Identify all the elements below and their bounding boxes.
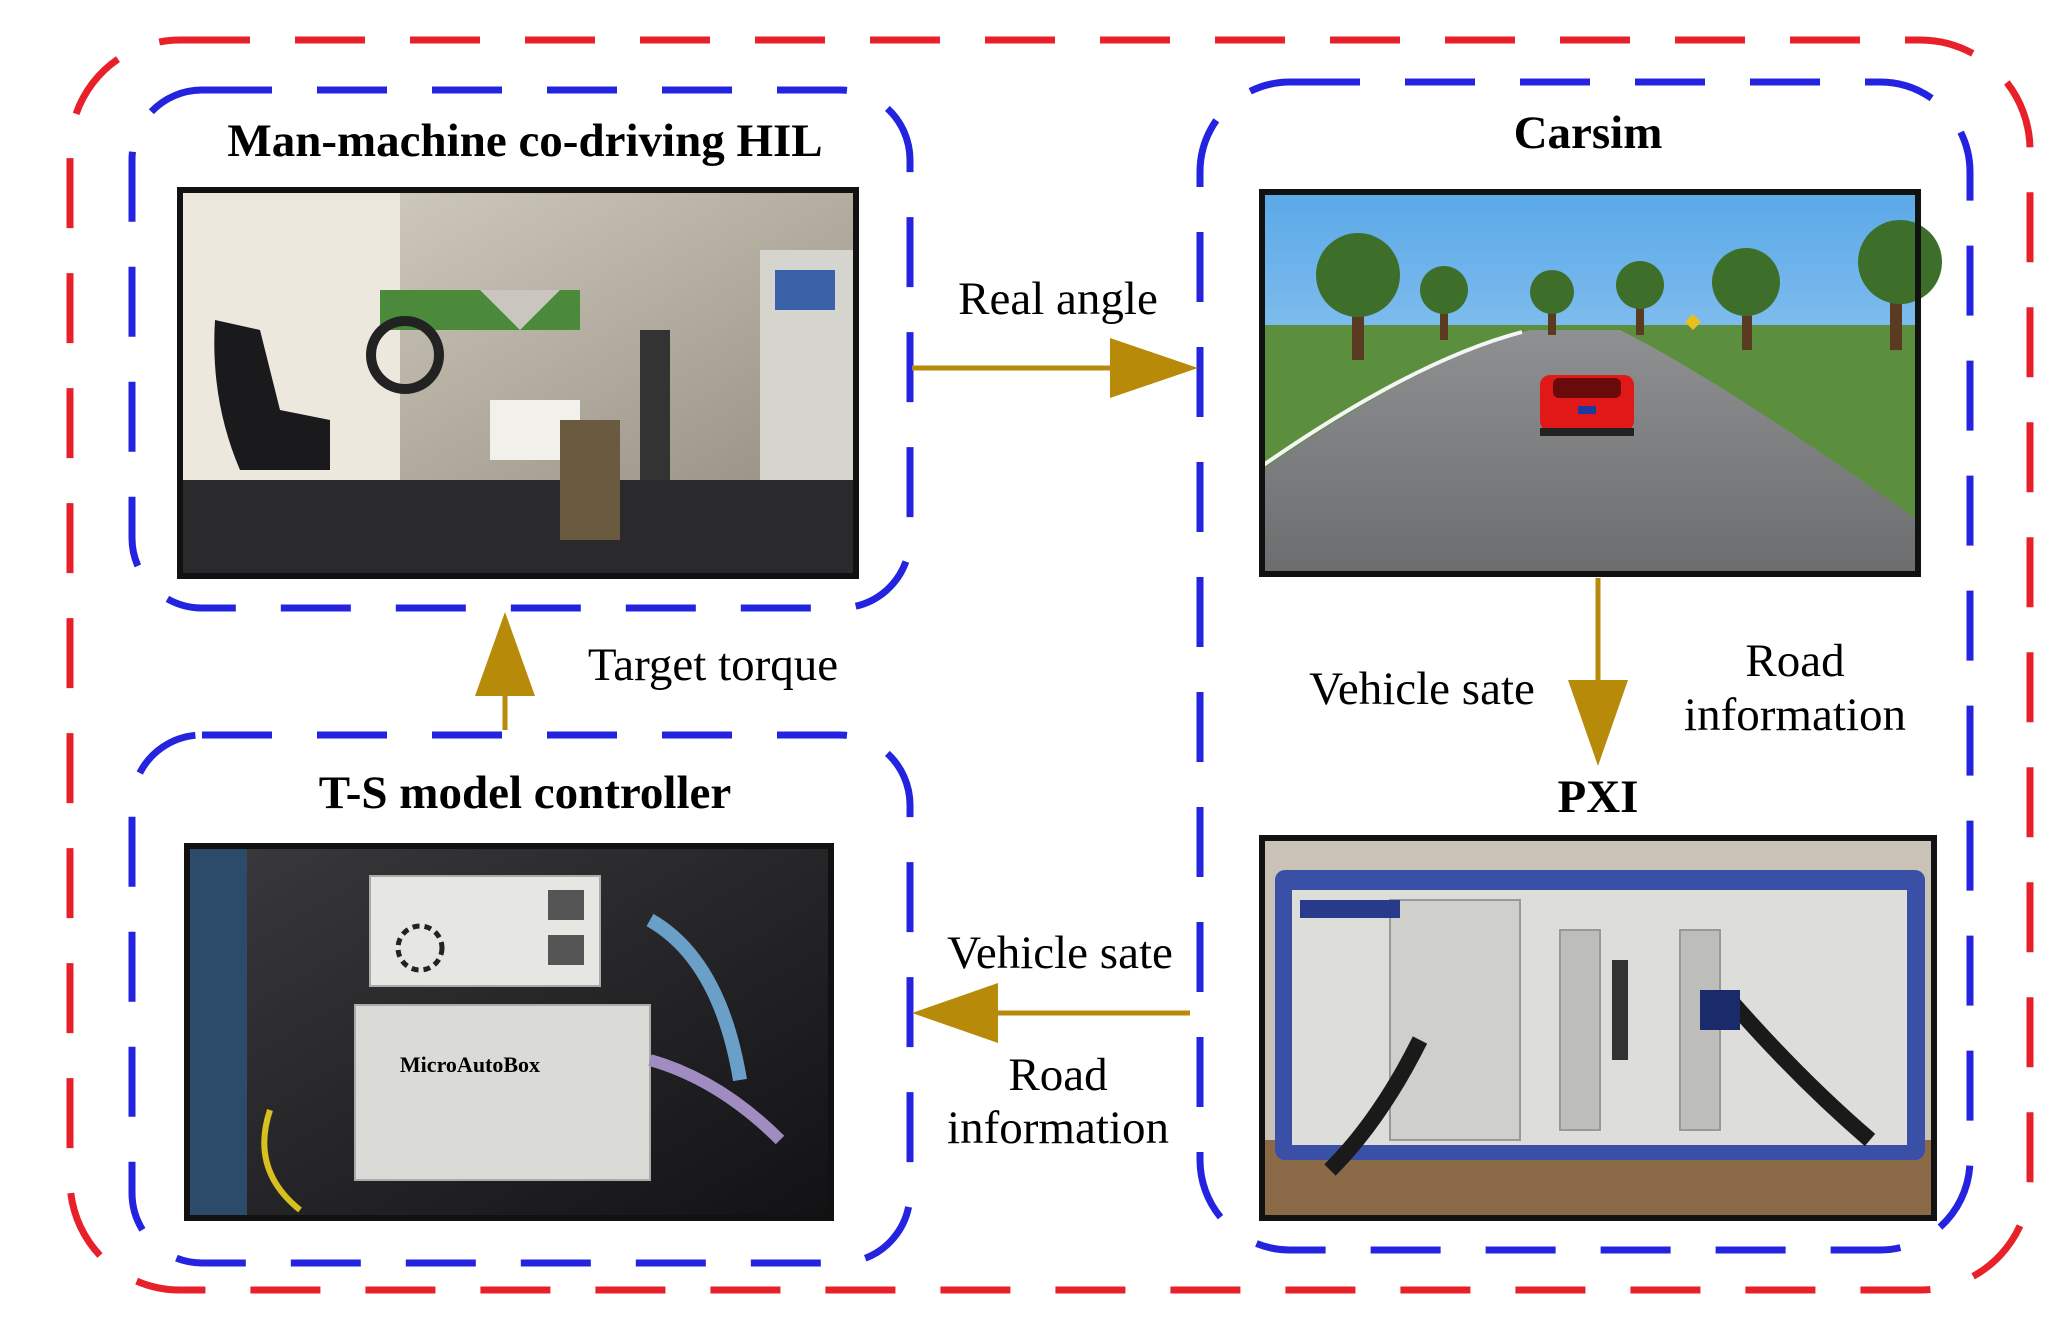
- microautobox-label: MicroAutoBox: [400, 1052, 540, 1077]
- carsim-photo: [1259, 189, 1942, 577]
- tree-icon: [1530, 270, 1574, 335]
- pxi-title: PXI: [1558, 771, 1639, 823]
- real-angle-label: Real angle: [958, 273, 1158, 325]
- road-info-left-label-line2: information: [947, 1102, 1169, 1154]
- tree-icon: [1616, 261, 1664, 335]
- carsim-title: Carsim: [1514, 107, 1663, 159]
- carsim-pxi-group-boundary: [1196, 78, 1974, 1254]
- real-angle-arrow: [912, 338, 1198, 398]
- outer-system-boundary: [66, 36, 2034, 1294]
- hil-photo: [177, 187, 859, 579]
- vehicle-state-left-label: Vehicle sate: [947, 927, 1173, 979]
- hil-title: Man-machine co-driving HIL: [227, 115, 822, 167]
- tree-icon: [1316, 233, 1400, 360]
- vehicle-state-down-label: Vehicle sate: [1309, 663, 1535, 715]
- red-car-icon: [1540, 375, 1634, 436]
- road-info-right-label-line1: Road: [1745, 635, 1844, 687]
- controller-photo: MicroAutoBox: [184, 843, 834, 1221]
- target-torque-arrow: [475, 612, 535, 730]
- road-info-left-label-line1: Road: [1008, 1049, 1107, 1101]
- target-torque-label: Target torque: [588, 639, 838, 691]
- pxi-photo: [1259, 835, 1937, 1221]
- vehicle-state-down-arrow: [1568, 578, 1628, 766]
- hil-group-boundary: [128, 86, 914, 612]
- tree-icon: [1420, 266, 1468, 340]
- controller-title: T-S model controller: [319, 767, 732, 819]
- tree-icon: [1712, 248, 1780, 350]
- road-info-right-label-line2: information: [1684, 689, 1906, 741]
- controller-group-boundary: [128, 731, 914, 1267]
- vehicle-state-left-arrow: [912, 983, 1190, 1043]
